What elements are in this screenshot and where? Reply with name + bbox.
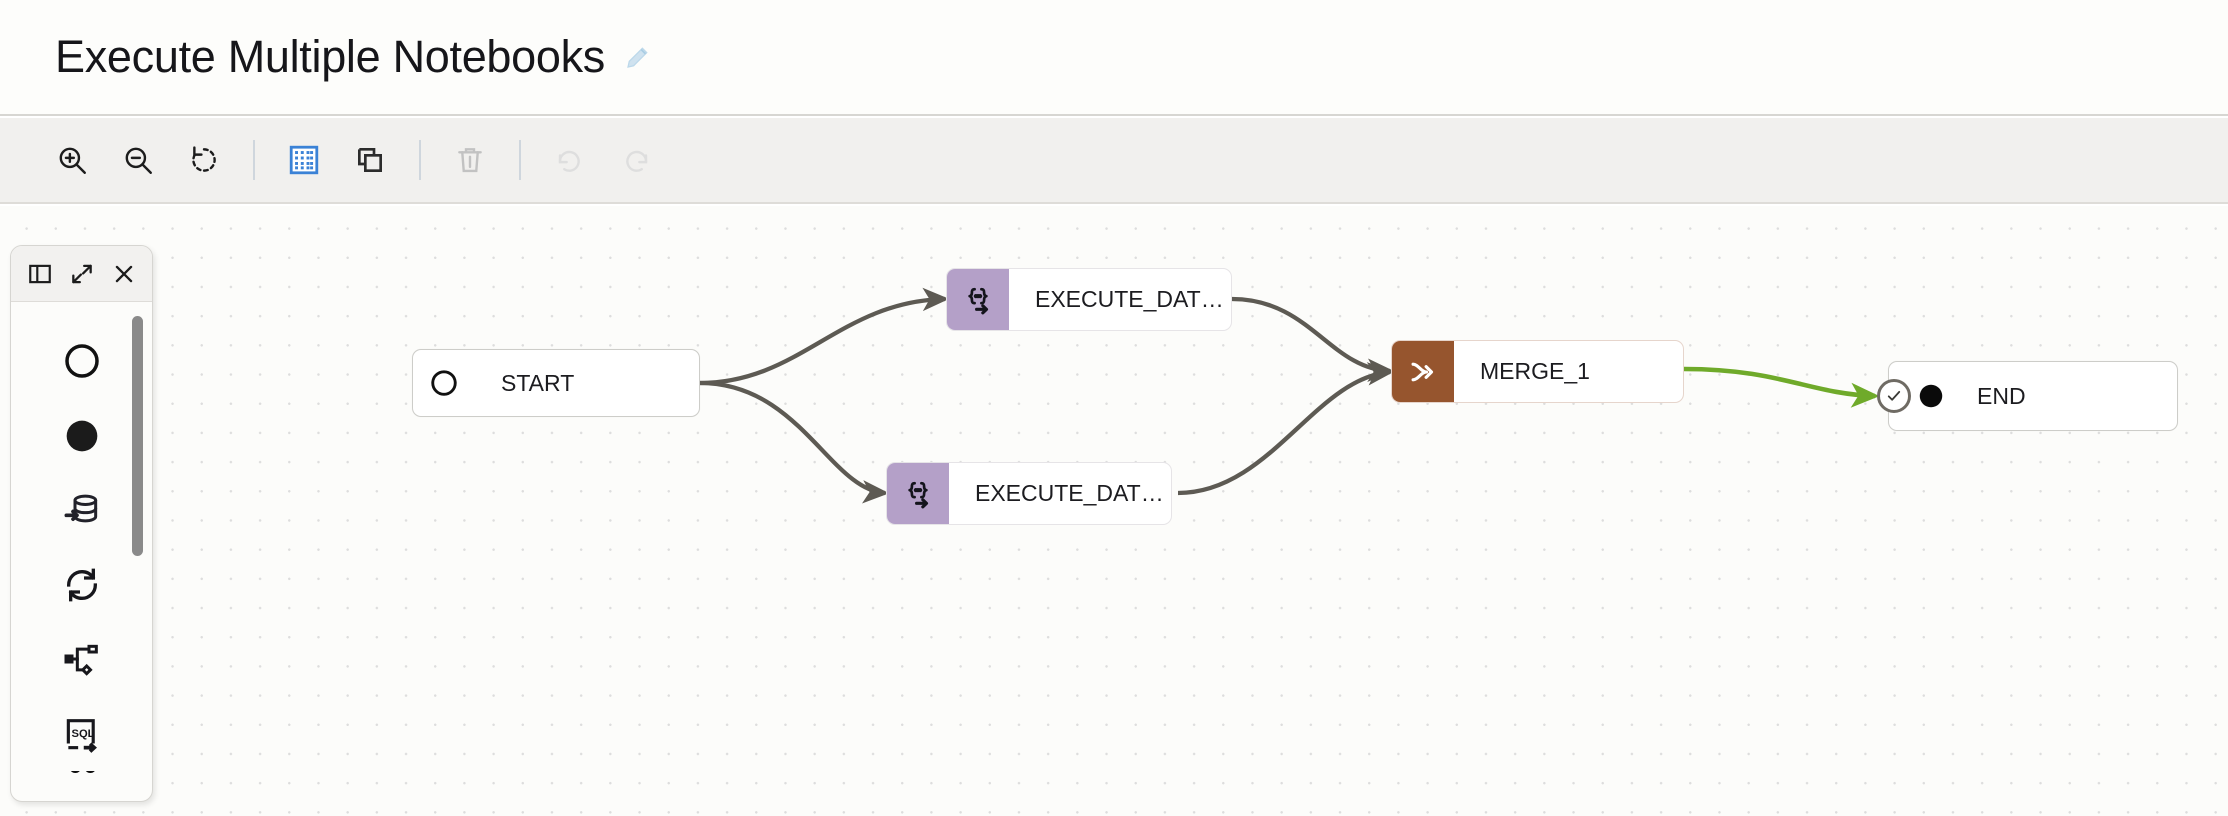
expand-arrows-icon[interactable] (67, 259, 97, 289)
workflow-canvas[interactable]: START EXECUTE_DAT… (0, 206, 2228, 816)
node-end-label: END (1977, 382, 2026, 409)
palette-item-sql[interactable]: SQL (11, 697, 152, 772)
node-palette-panel[interactable]: SQL (10, 245, 153, 802)
node-merge-1-label: MERGE_1 (1480, 358, 1590, 384)
edge-exec1-merge (1231, 296, 1395, 382)
node-merge-1[interactable]: MERGE_1 (1391, 340, 1684, 403)
node-execute-2[interactable]: EXECUTE_DAT… (886, 462, 1172, 525)
undo-button[interactable] (545, 135, 595, 185)
palette-scrollbar[interactable] (132, 316, 143, 556)
edge-merge-end (1683, 366, 1880, 408)
zoom-in-button[interactable] (47, 135, 97, 185)
page-title: Execute Multiple Notebooks (55, 31, 605, 82)
reset-view-button[interactable] (179, 135, 229, 185)
edge-start-exec2 (699, 380, 890, 504)
svg-text:SQL: SQL (71, 728, 94, 740)
toolbar-divider-1 (253, 140, 255, 180)
code-execute-icon (887, 463, 949, 524)
node-execute-1-label: EXECUTE_DAT… (1035, 286, 1224, 312)
palette-item-start[interactable] (11, 324, 152, 399)
circle-filled-icon (1889, 362, 1951, 430)
palette-header (11, 246, 152, 302)
edge-exec2-merge (1177, 362, 1395, 496)
panel-layout-icon[interactable] (25, 259, 55, 289)
canvas-toolbar (0, 118, 2228, 204)
palette-item-database[interactable] (11, 473, 152, 548)
edge-start-exec1 (699, 287, 950, 386)
code-execute-icon (947, 269, 1009, 330)
title-bar: Execute Multiple Notebooks (0, 0, 2228, 116)
merge-arrow-icon (1392, 341, 1454, 402)
palette-item-partial[interactable] (11, 771, 152, 801)
node-end[interactable]: END (1888, 361, 2178, 431)
end-target-handle[interactable] (1877, 379, 1911, 413)
pencil-icon[interactable] (623, 42, 653, 72)
node-execute-1[interactable]: EXECUTE_DAT… (946, 268, 1232, 331)
toolbar-divider-2 (419, 140, 421, 180)
redo-button[interactable] (611, 135, 661, 185)
palette-item-loop[interactable] (11, 548, 152, 623)
toggle-grid-button[interactable] (279, 135, 329, 185)
circle-outline-icon (413, 350, 475, 416)
node-execute-2-label: EXECUTE_DAT… (975, 480, 1164, 506)
palette-item-branch[interactable] (11, 622, 152, 697)
delete-button[interactable] (445, 135, 495, 185)
node-start-label: START (501, 369, 575, 396)
node-start[interactable]: START (412, 349, 700, 417)
zoom-out-button[interactable] (113, 135, 163, 185)
toolbar-divider-3 (519, 140, 521, 180)
close-icon[interactable] (109, 259, 139, 289)
palette-item-end[interactable] (11, 399, 152, 474)
duplicate-button[interactable] (345, 135, 395, 185)
palette-items: SQL (11, 302, 152, 801)
edge-layer (699, 287, 1880, 504)
